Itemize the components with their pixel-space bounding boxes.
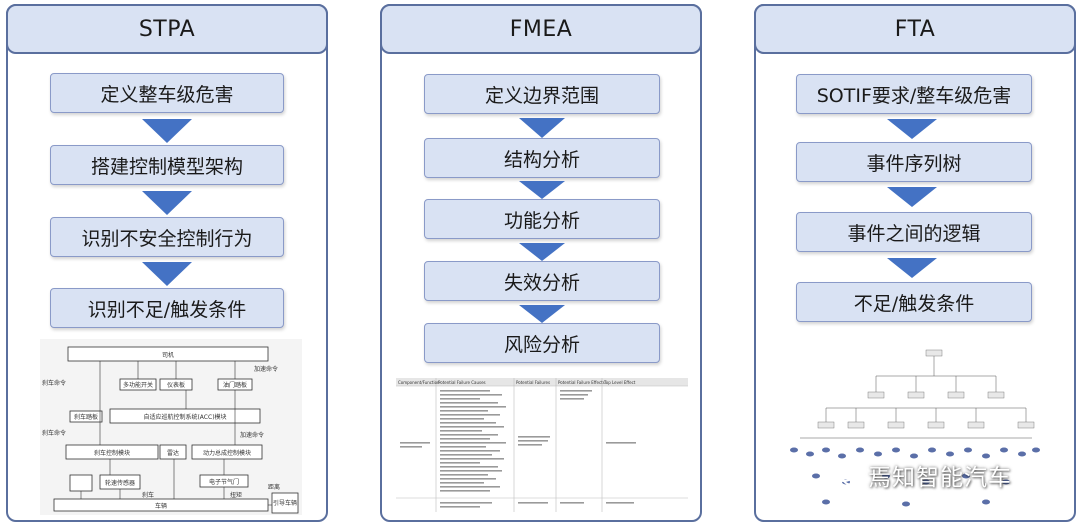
stpa-brake-label: 刹车 [142, 491, 154, 499]
fmea-title: FMEA [380, 4, 702, 54]
stpa-acc-label: 自适应巡航控制系统(ACC)模块 [143, 413, 226, 421]
stpa-powertrain-label: 动力总成控制模块 [203, 449, 251, 457]
stpa-guide-vehicle-label: 引导车辆 [273, 499, 297, 507]
stpa-title: STPA [6, 4, 328, 54]
down-arrow-icon [142, 191, 192, 215]
fmea-col-1: Component/Function [398, 380, 440, 385]
down-arrow-icon [519, 181, 565, 199]
fta-panel: FTA SOTIF要求/整车级危害 事件序列树 事件之间的逻辑 不足/触发条件 [754, 4, 1076, 522]
stpa-accel-label: 加速命令 [254, 365, 278, 373]
stpa-throttle-label: 油门踏板 [223, 381, 247, 389]
stpa-control-structure-diagram: 司机 多功能开关 仪表板 油门踏板 刹车踏板 自适应巡航控制系统(ACC)模块 … [40, 339, 302, 515]
fta-step-1: SOTIF要求/整车级危害 [796, 74, 1032, 114]
fmea-step-3: 功能分析 [424, 199, 660, 239]
fmea-table-thumbnail: Component/Function Potential Failure Cau… [396, 378, 688, 512]
fmea-panel: FMEA 定义边界范围 结构分析 功能分析 失效分析 风险分析 Componen… [380, 4, 702, 522]
stpa-switch-label: 多功能开关 [123, 381, 153, 389]
fta-step-2: 事件序列树 [796, 142, 1032, 182]
fmea-step-4: 失效分析 [424, 261, 660, 301]
stpa-brake-pedal-label: 刹车踏板 [74, 413, 98, 421]
down-arrow-icon [887, 258, 937, 278]
down-arrow-icon [519, 243, 565, 261]
stpa-vehicle-label: 车辆 [155, 502, 167, 510]
fmea-col-4: Potential Failure Effects [558, 380, 605, 385]
down-arrow-icon [887, 187, 937, 207]
stpa-driver-label: 司机 [162, 351, 174, 359]
fmea-col-3: Potential Failures [516, 380, 550, 385]
fmea-col-5: Top Level Effect [603, 380, 636, 385]
fta-title: FTA [754, 4, 1076, 54]
fmea-step-2: 结构分析 [424, 138, 660, 178]
fta-step-3: 事件之间的逻辑 [796, 212, 1032, 252]
down-arrow-icon [142, 119, 192, 143]
stpa-cmd-label-2: 刹车命令 [42, 429, 66, 437]
stpa-torque-label: 扭矩 [230, 491, 242, 499]
fmea-col-2: Potential Failure Causes [438, 380, 486, 385]
fmea-step-5: 风险分析 [424, 323, 660, 363]
stpa-radar-label: 雷达 [167, 449, 179, 457]
stpa-step-1: 定义整车级危害 [50, 73, 284, 113]
stpa-step-3: 识别不安全控制行为 [50, 217, 284, 257]
stpa-step-2: 搭建控制模型架构 [50, 145, 284, 185]
stpa-dashboard-label: 仪表板 [167, 381, 185, 389]
fmea-step-1: 定义边界范围 [424, 74, 660, 114]
down-arrow-icon [142, 262, 192, 286]
stpa-throttle-valve-label: 电子节气门 [209, 478, 239, 486]
fta-tree-thumbnail [786, 346, 1042, 512]
down-arrow-icon [887, 119, 937, 139]
stpa-cmd-label: 刹车命令 [42, 379, 66, 387]
watermark: 焉知智能汽车 [832, 458, 1012, 492]
fta-step-4: 不足/触发条件 [796, 282, 1032, 322]
stpa-wheel-speed-label: 轮速传感器 [105, 479, 135, 487]
watermark-text: 焉知智能汽车 [868, 465, 1012, 491]
stpa-accel-label-2: 加速命令 [240, 431, 264, 439]
wechat-logo-icon [833, 464, 860, 486]
stpa-brake-module-label: 刹车控制模块 [94, 449, 130, 457]
stpa-step-4: 识别不足/触发条件 [50, 288, 284, 328]
stpa-distance-label: 距离 [268, 483, 280, 491]
down-arrow-icon [519, 118, 565, 138]
stpa-panel: STPA 定义整车级危害 搭建控制模型架构 识别不安全控制行为 识别不足/触发条… [6, 4, 328, 522]
down-arrow-icon [519, 305, 565, 323]
